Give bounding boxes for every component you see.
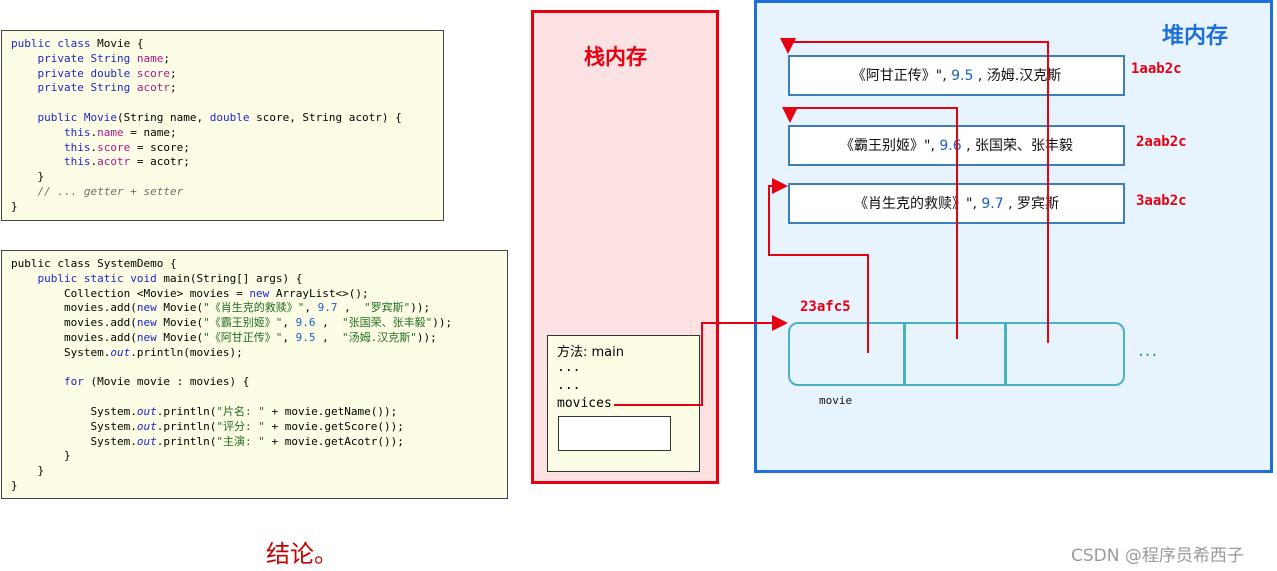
object-3-address: 3aab2c (1136, 193, 1187, 209)
object-3-score: 9.7 (981, 196, 1004, 212)
collection-label: movie (819, 394, 853, 407)
code-line: System.out.println("片名: " + movie.getNam… (11, 404, 398, 418)
collection-more-dots: ... (1138, 340, 1159, 361)
code-line: private String acotr; (11, 81, 177, 95)
code-line: private double score; (11, 66, 177, 80)
code-line: // ... getter + setter (11, 184, 184, 198)
main-stack-frame: 方法: main ... ... movices (547, 335, 700, 472)
stack-memory-title: 栈内存 (584, 45, 647, 69)
code-line: Collection <Movie> movies = new ArrayLis… (11, 286, 369, 300)
collection-divider-1 (903, 324, 906, 384)
frame-empty-slot (558, 416, 671, 451)
object-2-name: 《霸王别姬》", (840, 138, 935, 154)
code-line: this.name = name; (11, 125, 177, 139)
code-line: private String name; (11, 51, 170, 65)
frame-variable-movices: movices (557, 396, 612, 411)
movie-class-code: public class Movie { private String name… (1, 30, 444, 221)
watermark: CSDN @程序员希西子 (1071, 546, 1244, 566)
object-1-name: 《阿甘正传》", (851, 68, 947, 84)
code-line: System.out.println("评分: " + movie.getSco… (11, 419, 404, 433)
object-1-actor: , 汤姆.汉克斯 (977, 68, 1062, 84)
object-1-score: 9.5 (951, 68, 974, 84)
code-line: } (11, 199, 18, 213)
frame-dots-1: ... (557, 360, 581, 375)
object-3-name: 《肖生克的救赎》", (854, 196, 977, 212)
frame-method-label: 方法: main (557, 345, 624, 360)
arrow-slot-2-to-object-2 (782, 107, 958, 339)
conclusion-text: 结论。 (266, 540, 338, 568)
arrow-stack-to-collection (614, 315, 788, 406)
code-line: } (11, 170, 45, 184)
object-1-address: 1aab2c (1131, 61, 1182, 77)
code-line: movies.add(new Movie("《霸王别姬》", 9.6 , "张国… (11, 316, 453, 330)
arrow-slot-3-to-object-1 (780, 38, 1049, 343)
code-line: System.out.println("主演: " + movie.getAco… (11, 434, 404, 448)
code-line: public class Movie { (11, 37, 144, 50)
code-line: this.acotr = acotr; (11, 155, 190, 169)
collection-address: 23afc5 (800, 299, 851, 315)
object-2-actor: , 张国荣、张丰毅 (966, 138, 1073, 154)
code-line: public class SystemDemo { (11, 257, 177, 270)
collection-divider-2 (1004, 324, 1007, 384)
code-line: this.score = score; (11, 140, 190, 154)
object-2-address: 2aab2c (1136, 134, 1187, 150)
frame-dots-2: ... (557, 378, 581, 393)
code-line: for (Movie movie : movies) { (11, 375, 250, 389)
code-line: movies.add(new Movie("《阿甘正传》", 9.5 , "汤姆… (11, 330, 437, 344)
code-line: } (11, 449, 71, 463)
code-line: public static void main(String[] args) { (11, 271, 303, 285)
arrow-slot-1-to-object-3 (768, 178, 869, 353)
object-3-actor: , 罗宾斯 (1008, 196, 1059, 212)
code-line: } (11, 478, 18, 492)
code-line: } (11, 464, 45, 478)
heap-object-forrest-gump: 《阿甘正传》", 9.5 , 汤姆.汉克斯 (788, 55, 1125, 96)
code-line: public Movie(String name, double score, … (11, 110, 402, 124)
code-line: System.out.println(movies); (11, 345, 243, 359)
heap-memory-title: 堆内存 (1162, 24, 1229, 49)
system-demo-code: public class SystemDemo { public static … (1, 250, 508, 499)
code-line: movies.add(new Movie("《肖生克的救赎》", 9.7 , "… (11, 301, 431, 315)
